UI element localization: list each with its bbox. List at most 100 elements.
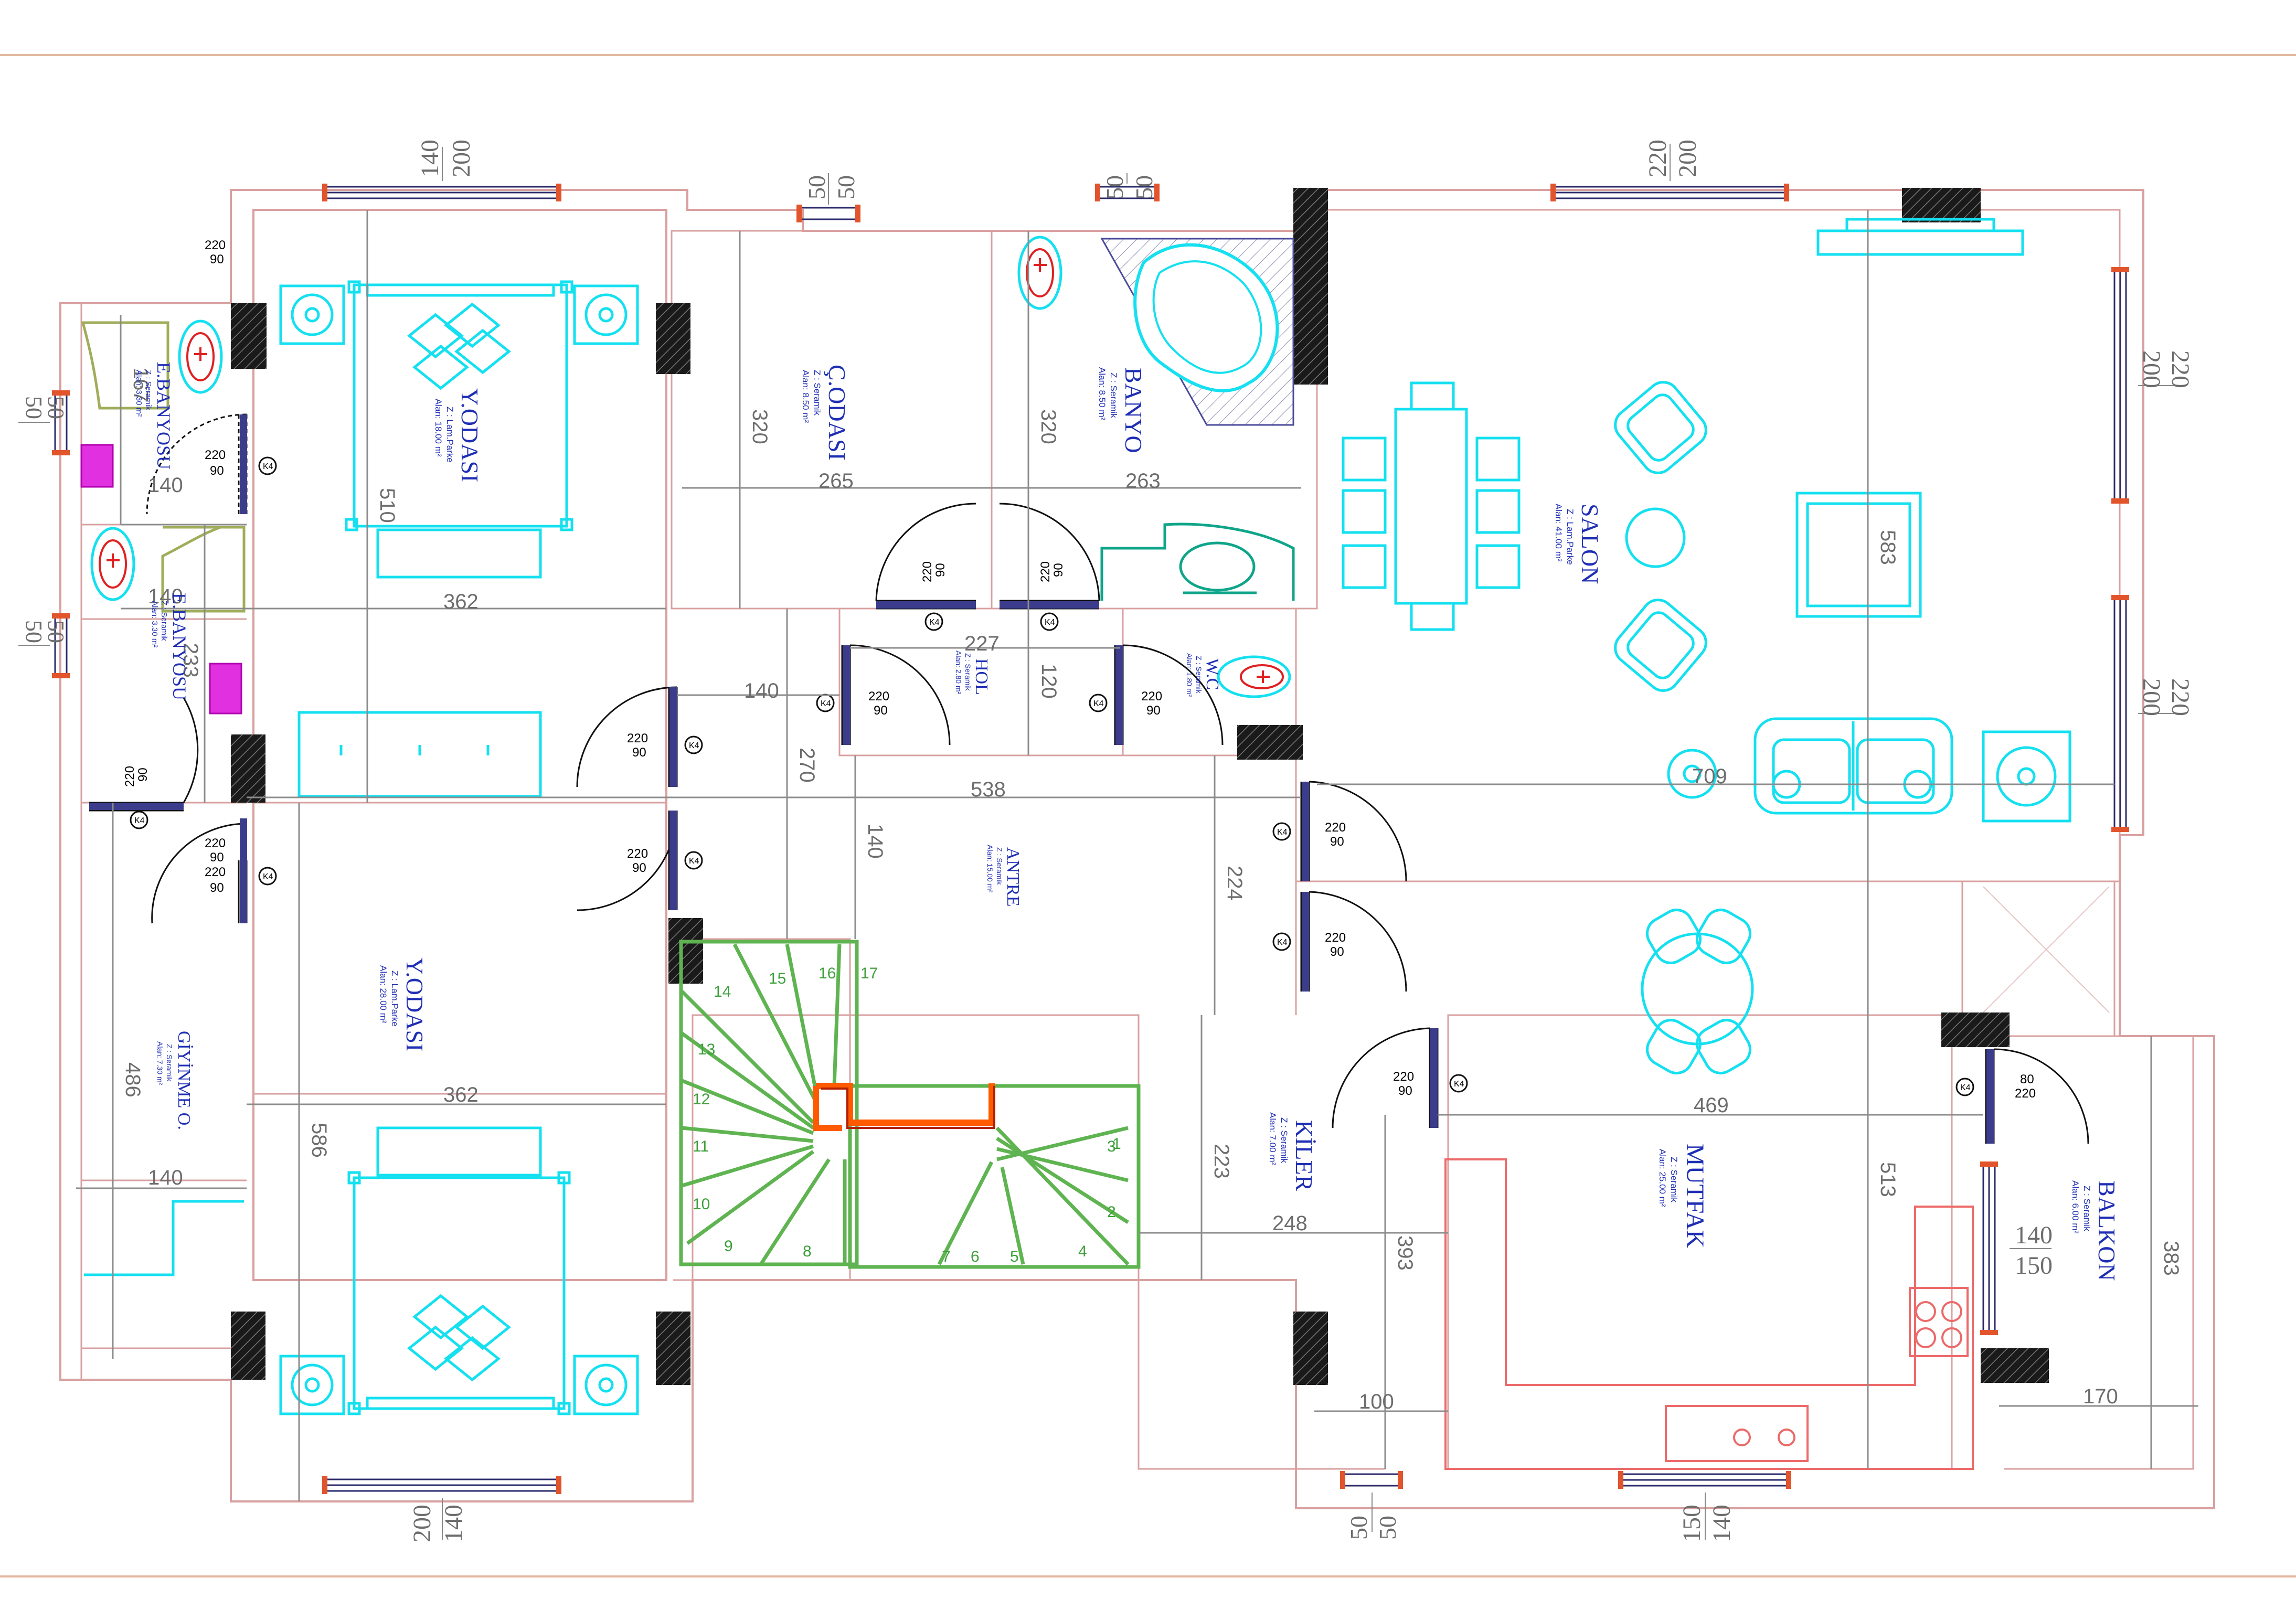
svg-text:90: 90 [1330, 945, 1344, 959]
dining-table-icon [1342, 381, 1521, 631]
round-table-icon [1641, 909, 1754, 1074]
svg-text:90: 90 [874, 704, 888, 718]
bathtub-icon [1100, 238, 1294, 426]
svg-text:362: 362 [443, 590, 479, 613]
svg-text:248: 248 [1272, 1212, 1308, 1235]
svg-text:K4: K4 [1045, 618, 1055, 627]
svg-text:K4: K4 [929, 618, 940, 627]
stair-handrail [813, 1083, 995, 1131]
svg-text:220: 220 [123, 766, 137, 787]
svg-text:220: 220 [205, 865, 226, 879]
svg-text:469: 469 [1694, 1094, 1729, 1117]
svg-text:Z : Seramik: Z : Seramik [2082, 1186, 2092, 1231]
svg-text:12: 12 [693, 1091, 710, 1108]
door-tag-labels: K4 K4 K4 K4 K4 K4 K4 K4 K4 K4 K4 K4 K4 [134, 462, 1971, 1092]
svg-text:90: 90 [933, 563, 948, 577]
svg-text:220: 220 [1393, 1070, 1414, 1084]
svg-text:383: 383 [2160, 1241, 2183, 1276]
wlabel: 50 [1131, 175, 1157, 199]
svg-text:Alan: 8.50 m²: Alan: 8.50 m² [801, 370, 811, 423]
svg-text:220: 220 [205, 238, 226, 252]
svg-text:220: 220 [205, 448, 226, 462]
window-jambs [52, 184, 2129, 1494]
svg-text:Alan: 28.00 m²: Alan: 28.00 m² [378, 965, 388, 1024]
window-labels: 140 200 50 50 50 50 220 200 200 220 200 … [18, 140, 2194, 1542]
tv-unit-icon [1816, 218, 2024, 256]
svg-text:W.C: W.C [1203, 658, 1222, 690]
svg-text:140: 140 [148, 474, 183, 497]
svg-text:Alan: 25.00 m²: Alan: 25.00 m² [1657, 1149, 1667, 1207]
svg-text:Alan: 6.00 m²: Alan: 6.00 m² [2070, 1180, 2080, 1233]
sofa-icon [1753, 717, 1953, 815]
svg-text:220: 220 [2015, 1086, 2036, 1101]
svg-text:90: 90 [1330, 835, 1344, 849]
svg-text:Z : Seramik: Z : Seramik [812, 370, 822, 415]
svg-text:K4: K4 [134, 816, 145, 825]
svg-text:Alan: 3.30 m²: Alan: 3.30 m² [134, 370, 143, 417]
room-label-wc: W.C Z : Seramik Alan: 1.80 m² [1185, 653, 1222, 697]
svg-text:K4: K4 [689, 741, 699, 750]
svg-text:Z : Lam.Parke: Z : Lam.Parke [445, 407, 455, 463]
stair-numbers: 1 2 3 4 5 6 7 8 9 10 11 12 13 14 15 16 1… [693, 965, 1121, 1265]
svg-text:K4: K4 [263, 462, 273, 471]
svg-text:Alan: 7.30 m²: Alan: 7.30 m² [156, 1041, 164, 1085]
svg-text:K4: K4 [1960, 1083, 1971, 1092]
wlabel: 200 [2138, 350, 2165, 388]
svg-text:5: 5 [1010, 1248, 1019, 1265]
svg-text:140: 140 [864, 824, 887, 859]
columns [231, 188, 2049, 1385]
svg-text:Alan: 8.50 m²: Alan: 8.50 m² [1097, 367, 1107, 420]
nightstand-icons [279, 284, 639, 1415]
svg-text:140: 140 [148, 585, 183, 608]
svg-text:2: 2 [1107, 1203, 1116, 1221]
svg-text:K4: K4 [1093, 699, 1104, 708]
svg-text:Alan: 41.00 m²: Alan: 41.00 m² [1554, 504, 1564, 562]
svg-text:1: 1 [1112, 1135, 1121, 1153]
svg-text:393: 393 [1394, 1235, 1417, 1271]
svg-text:513: 513 [1876, 1162, 1899, 1197]
svg-text:320: 320 [748, 409, 771, 444]
wlabel: 50 [21, 396, 47, 419]
wlabel: 50 [833, 175, 859, 199]
svg-text:140: 140 [744, 679, 779, 702]
side-table-icons [1667, 730, 2071, 823]
svg-text:510: 510 [376, 488, 399, 523]
svg-text:220: 220 [920, 561, 934, 582]
wlabel: 200 [408, 1505, 436, 1542]
wlabel: 50 [43, 396, 69, 419]
svg-text:265: 265 [819, 470, 854, 493]
svg-text:362: 362 [443, 1083, 479, 1106]
svg-text:HOL: HOL [972, 658, 991, 695]
svg-text:90: 90 [632, 861, 646, 875]
svg-text:90: 90 [136, 768, 150, 782]
svg-text:8: 8 [803, 1243, 812, 1260]
dimension-labels: 140 362 265 263 320 320 510 227 120 140 … [121, 367, 2183, 1413]
svg-text:583: 583 [1876, 530, 1899, 565]
svg-text:Z : Seramik: Z : Seramik [160, 601, 168, 641]
svg-text:Z : Seramik: Z : Seramik [1279, 1117, 1289, 1163]
shower-icons [81, 321, 246, 613]
room-label-banyo: BANYO Z : Seramik Alan: 8.50 m² [1097, 367, 1147, 453]
svg-text:80: 80 [2020, 1072, 2034, 1086]
wlabel: 50 [1345, 1516, 1372, 1540]
wlabel: 220 [1644, 140, 1672, 177]
room-label-kiler: KİLER Z : Seramik Alan: 7.00 m² [1268, 1112, 1317, 1191]
wlabel: 220 [2166, 350, 2194, 388]
svg-text:220: 220 [1325, 931, 1346, 945]
wlabel: 140 [416, 140, 444, 177]
svg-text:90: 90 [210, 464, 224, 478]
svg-text:223: 223 [1210, 1144, 1233, 1179]
room-label-e-banyosu-2: E.BANYOSU Z : Seramik Alan: 3.30 m² [150, 593, 190, 700]
svg-text:Z : Lam.Parke: Z : Lam.Parke [1565, 509, 1575, 565]
svg-text:7: 7 [942, 1248, 951, 1265]
svg-text:Alan: 3.30 m²: Alan: 3.30 m² [150, 601, 159, 647]
wlabel: 150 [2015, 1252, 2053, 1280]
svg-text:Alan: 15.00 m²: Alan: 15.00 m² [986, 845, 994, 892]
svg-text:15: 15 [769, 970, 786, 987]
svg-text:Z : Seramik: Z : Seramik [995, 847, 1004, 886]
svg-text:Z : Seramik: Z : Seramik [1109, 372, 1119, 418]
stair-handrail-inner [821, 1086, 995, 1129]
svg-text:220: 220 [627, 731, 648, 745]
washbasin-icon [1100, 523, 1295, 601]
svg-text:538: 538 [971, 778, 1006, 801]
